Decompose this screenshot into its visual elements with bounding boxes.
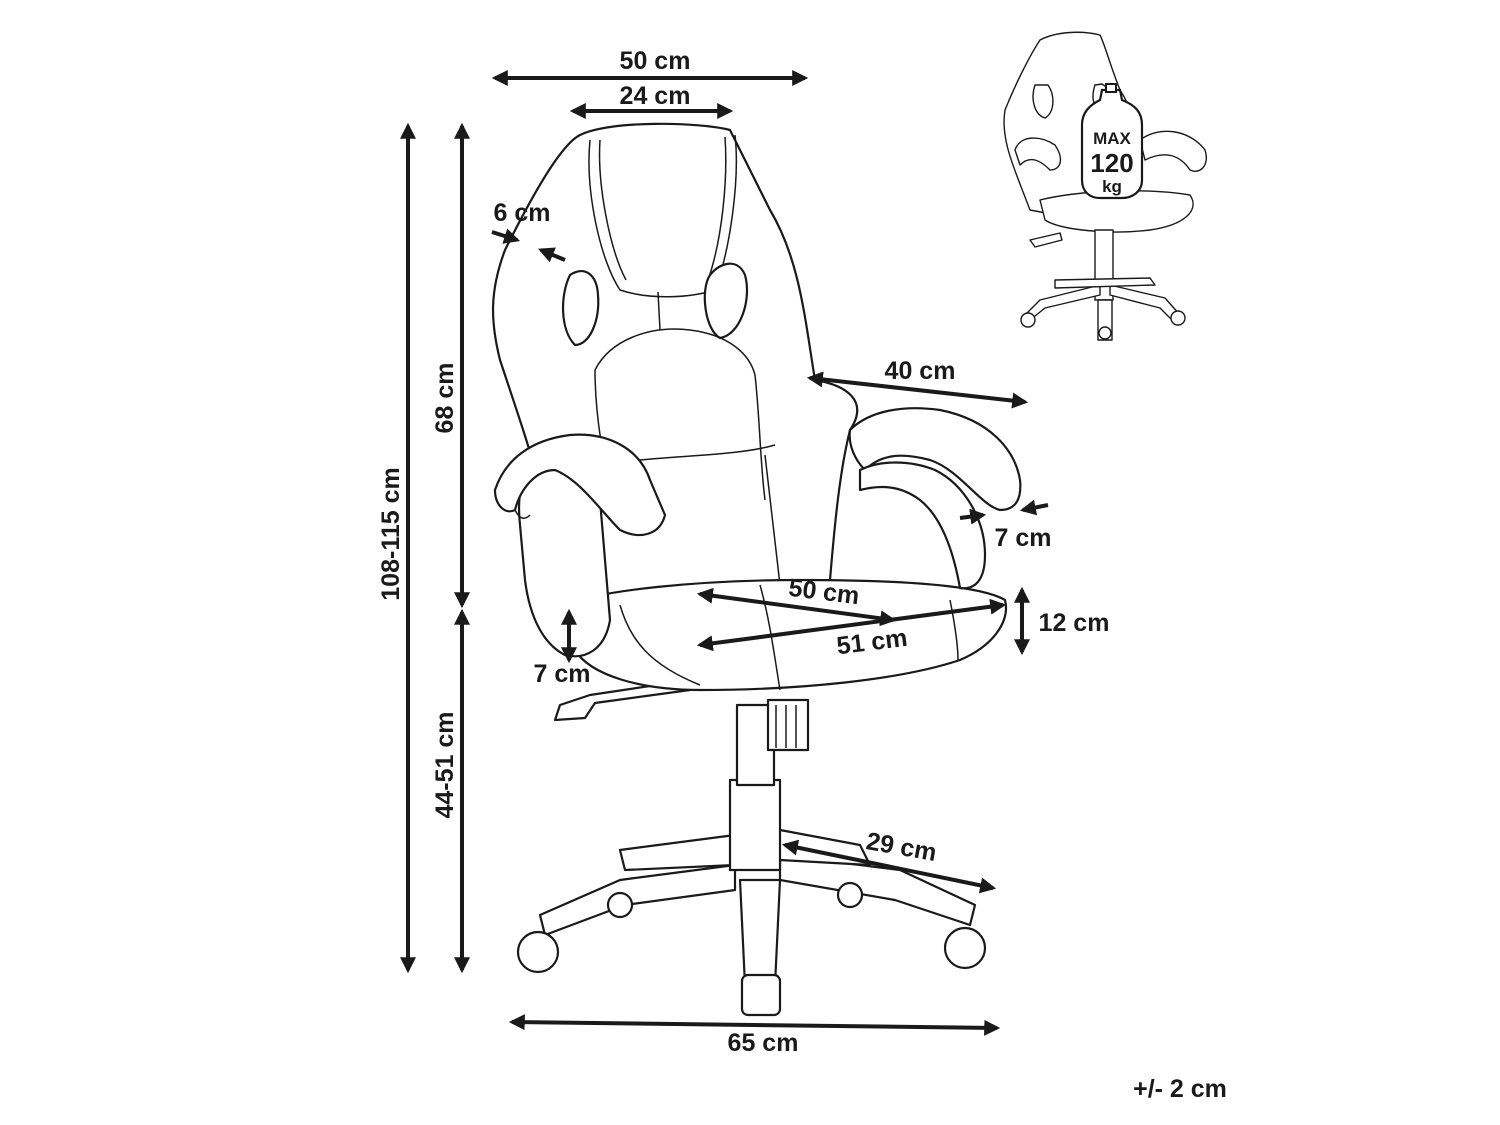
label-leg-length: 29 cm xyxy=(864,827,939,867)
dimension-labels: 50 cm 24 cm 6 cm 108-115 cm 68 cm 44-51 … xyxy=(377,47,1227,1103)
dim-line-armrest-width-b xyxy=(1019,499,1049,516)
label-headrest-width: 24 cm xyxy=(620,82,691,110)
cylinder-lower xyxy=(728,778,782,872)
label-seat-height: 44-51 cm xyxy=(431,711,459,818)
label-armrest-span: 40 cm xyxy=(885,357,956,385)
dim-line-side-thickness-b xyxy=(538,247,566,263)
dim-line-armrest-span xyxy=(806,371,1029,409)
gas-lift xyxy=(553,678,810,872)
max-weight-badge: MAX 120 kg xyxy=(1080,83,1144,200)
label-armrest-width: 7 cm xyxy=(995,524,1052,552)
label-armrest-height: 7 cm xyxy=(534,660,591,688)
caster-front xyxy=(740,973,782,1017)
right-armrest xyxy=(848,407,1022,590)
dim-line-base-width xyxy=(508,1014,1001,1036)
dimension-lines xyxy=(400,70,1049,1036)
height-lever xyxy=(553,678,692,722)
caster-left xyxy=(516,930,560,974)
tilt-knob xyxy=(766,698,810,752)
label-seat-thickness: 12 cm xyxy=(1039,609,1110,637)
caster-right xyxy=(943,926,987,970)
label-total-height: 108-115 cm xyxy=(377,467,405,600)
inset-chair-drawing: MAX 120 kg xyxy=(1003,31,1207,341)
label-backrest-height: 68 cm xyxy=(431,363,459,434)
label-total-width: 50 cm xyxy=(620,47,691,75)
max-label: MAX xyxy=(1093,129,1131,148)
label-base-width: 65 cm xyxy=(728,1029,799,1057)
right-side-opening xyxy=(703,262,749,340)
left-armrest xyxy=(493,433,667,658)
dim-line-leg-length xyxy=(781,839,997,894)
caster-back-right xyxy=(836,881,864,909)
dim-line-side-thickness-a xyxy=(491,228,521,244)
chair-drawing xyxy=(491,122,1022,1017)
dim-line-armrest-width-a xyxy=(959,508,987,525)
max-value: 120 xyxy=(1090,148,1133,178)
left-side-opening xyxy=(561,270,600,347)
max-unit: kg xyxy=(1102,177,1122,196)
dim-line-seat-depth xyxy=(696,598,1007,652)
caster-back-left xyxy=(606,891,634,919)
tolerance-note: +/- 2 cm xyxy=(1133,1075,1227,1103)
label-side-thickness: 6 cm xyxy=(494,199,551,227)
